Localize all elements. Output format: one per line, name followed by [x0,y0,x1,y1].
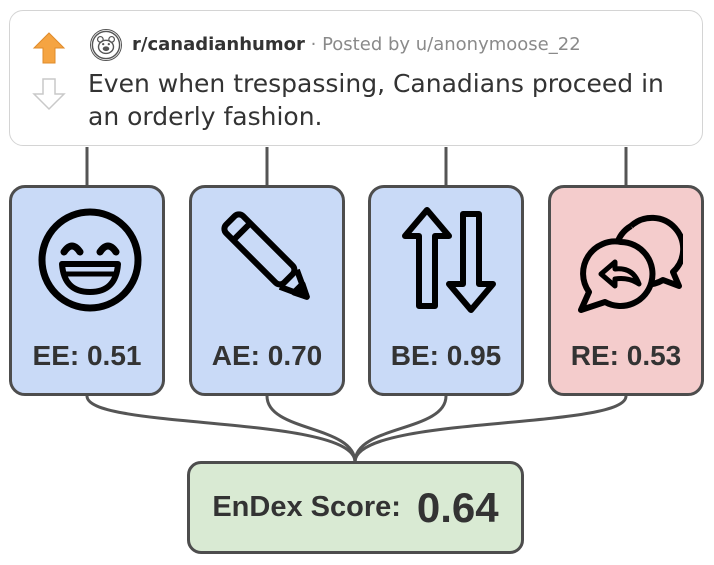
subreddit-avatar-icon[interactable] [90,29,122,61]
downvote-arrow-icon[interactable] [32,77,66,111]
post-meta: r/canadianhumor · Posted by u/anonymoose… [132,33,581,57]
reddit-post-card: r/canadianhumor · Posted by u/anonymoose… [9,10,703,146]
metric-box-be: BE: 0.95 [368,185,524,396]
subreddit-link[interactable]: r/canadianhumor [132,34,305,55]
metric-box-ae: AE: 0.70 [189,185,345,396]
score-label: EnDex Score: [212,491,401,523]
reply-chat-icon [578,214,683,313]
metric-label-ee: EE: 0.51 [32,340,142,371]
metric-label-ae: AE: 0.70 [211,340,323,371]
pencil-icon [221,211,310,300]
up-down-arrows-icon [402,207,496,313]
endex-score-box: EnDex Score: 0.64 [187,461,524,554]
metric-box-ee: EE: 0.51 [9,185,165,396]
metric-label-be: BE: 0.95 [390,340,502,371]
posted-by[interactable]: Posted by u/anonymoose_22 [322,34,581,55]
score-value: 0.64 [416,483,499,531]
upvote-arrow-icon[interactable] [32,31,66,65]
metric-label-re: RE: 0.53 [570,340,682,371]
meta-separator: · [310,34,317,55]
post-title[interactable]: Even when trespassing, Canadians proceed… [88,69,664,131]
laughing-face-icon [38,208,142,312]
metric-box-re: RE: 0.53 [548,185,704,396]
